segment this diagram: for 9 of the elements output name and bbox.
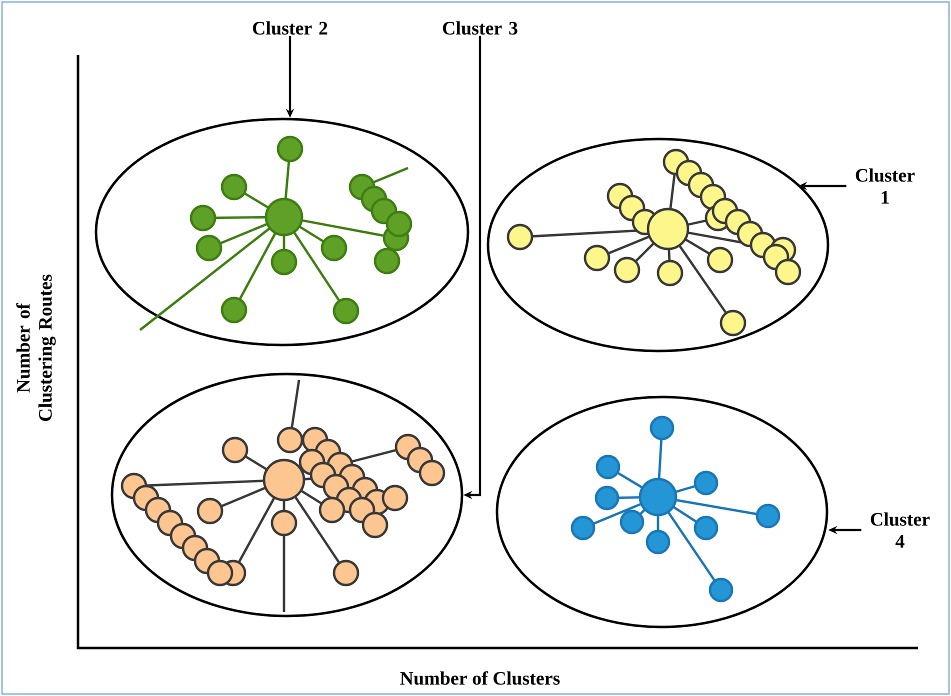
cluster-ellipse	[496, 396, 828, 628]
cluster-ellipse	[486, 138, 830, 352]
axis-label: Number of Clustering Routes	[16, 274, 56, 421]
cluster-label: Cluster 4	[870, 512, 930, 548]
cluster-label: Cluster 3	[442, 21, 518, 35]
cluster-label: Cluster 2	[252, 21, 328, 35]
cluster-label: Cluster 1	[856, 168, 915, 204]
cluster-ellipse	[94, 118, 470, 346]
axis-label: Number of Clusters	[400, 671, 560, 685]
